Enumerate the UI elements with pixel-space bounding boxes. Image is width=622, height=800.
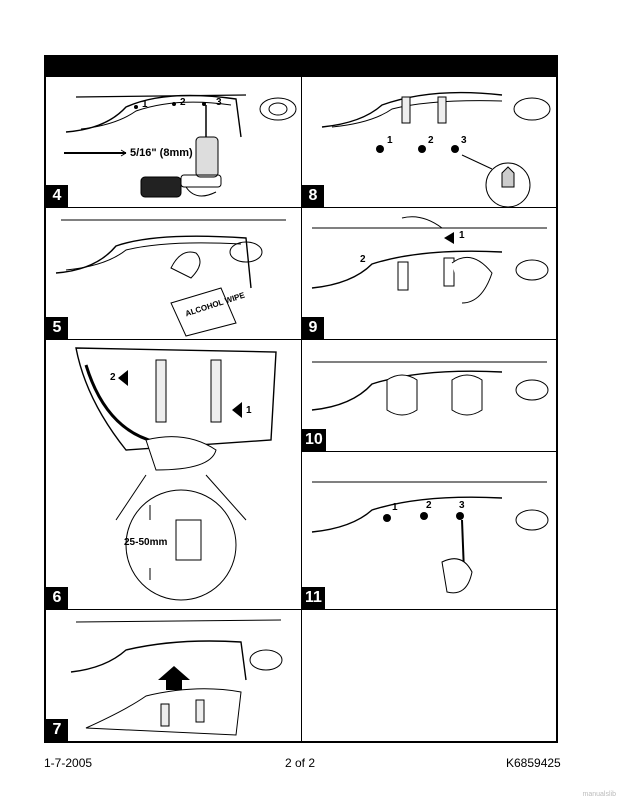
arrow-callout-2: 2	[360, 254, 366, 265]
arrow-callout-1: 1	[246, 405, 252, 416]
callout-3: 3	[459, 500, 465, 511]
watermark: manualslib	[582, 791, 616, 798]
step-9-panel: 1 2 9	[302, 208, 558, 339]
step-number: 9	[302, 317, 324, 339]
callout-1: 1	[142, 99, 148, 110]
arrow-callout-2: 2	[110, 372, 116, 383]
step-6-panel: 2 1 25-50mm 6	[46, 340, 301, 609]
step-number: 11	[302, 587, 325, 609]
arrow-callout-1: 1	[459, 230, 465, 241]
row-divider	[46, 339, 556, 340]
step-5-panel: ALCOHOL WIPE 5	[46, 208, 301, 339]
step-10-panel: 10	[302, 340, 558, 451]
step-5-illustration	[55, 219, 286, 337]
callout-2: 2	[428, 135, 434, 146]
row-divider	[302, 207, 558, 208]
footer-page: 2 of 2	[285, 756, 316, 770]
column-divider	[301, 77, 302, 741]
callout-3: 3	[216, 97, 222, 108]
callout-2: 2	[426, 500, 432, 511]
step-4-illustration	[64, 94, 297, 198]
dimension-label: 25-50mm	[124, 537, 168, 548]
instruction-sheet: 1 2 3 5/16" (8mm) 4 1 2 3 8	[44, 55, 558, 743]
step-7-panel: 7	[46, 610, 301, 741]
header-bar	[46, 57, 556, 77]
step-4-panel: 1 2 3 5/16" (8mm) 4	[46, 77, 301, 207]
step-number: 4	[46, 185, 68, 207]
step-number: 10	[302, 429, 326, 451]
step-7-illustration	[70, 619, 283, 736]
row-divider	[46, 609, 556, 610]
step-10-illustration	[311, 361, 549, 416]
callout-3: 3	[461, 135, 467, 146]
empty-panel	[302, 610, 558, 741]
step-number: 7	[46, 719, 68, 741]
step-8-illustration	[321, 91, 551, 207]
step-11-panel: 1 2 3 11	[302, 452, 558, 609]
row-divider	[302, 451, 558, 452]
callout-1: 1	[392, 502, 398, 513]
step-8-panel: 1 2 3 8	[302, 77, 558, 207]
step-number: 5	[46, 317, 68, 339]
drill-size-label: 5/16" (8mm)	[130, 147, 193, 159]
callout-2: 2	[180, 97, 186, 108]
callout-1: 1	[387, 135, 393, 146]
step-number: 6	[46, 587, 68, 609]
step-11-illustration	[311, 481, 549, 594]
step-9-illustration	[311, 216, 549, 304]
footer-date: 1-7-2005	[44, 756, 93, 770]
footer-part-number: K6859425	[506, 756, 561, 770]
step-number: 8	[302, 185, 324, 207]
step-6-illustration	[75, 347, 277, 601]
row-divider	[46, 207, 301, 208]
